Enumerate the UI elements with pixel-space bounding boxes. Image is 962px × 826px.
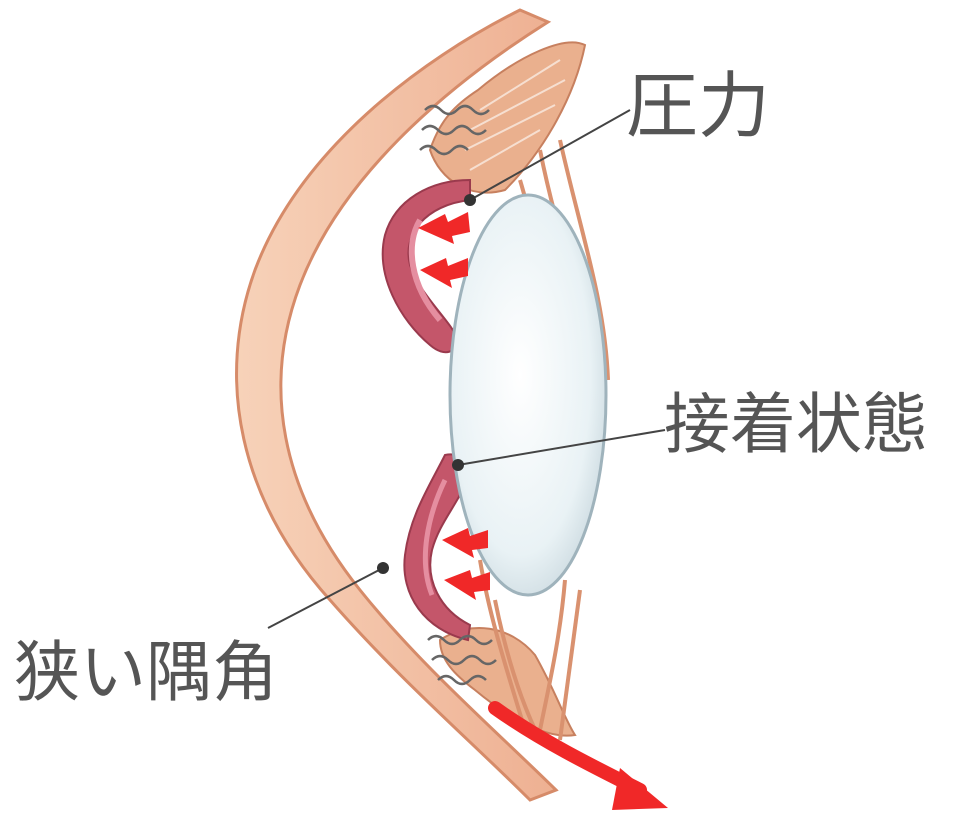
contact-state-label: 接着状態 bbox=[664, 392, 928, 458]
pressure-label: 圧力 bbox=[626, 70, 770, 142]
narrow-angle-label: 狭い隅角 bbox=[14, 640, 278, 706]
pressure-arrow-icon bbox=[418, 212, 470, 288]
pressure-arrow-icon bbox=[442, 528, 490, 600]
